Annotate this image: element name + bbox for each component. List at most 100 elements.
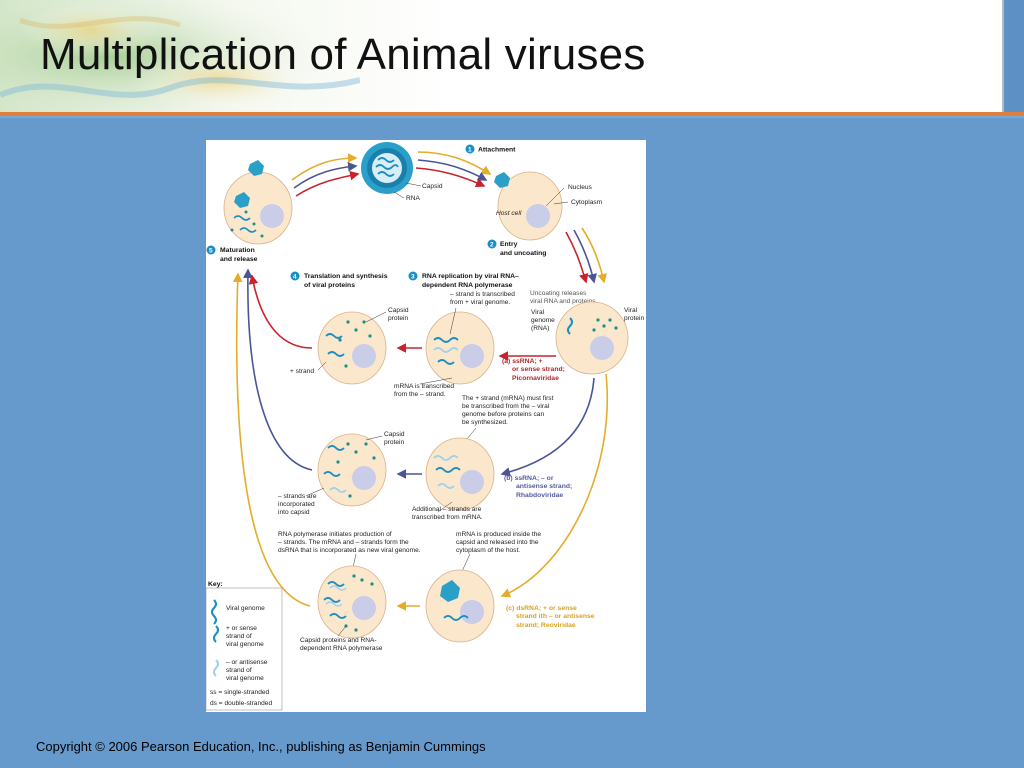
path-b-capsid-protein-2: protein (384, 439, 404, 446)
path-a-minus-note-1: – strand is transcribed (450, 291, 515, 298)
key-minus-3: viral genome (226, 675, 264, 682)
rna-label: RNA (406, 195, 421, 202)
path-a-cell-3 (425, 311, 495, 385)
step-2-number: 2 (490, 242, 494, 249)
figure-canvas: Capsid RNA 1 Attachment Nucleus Cytoplas… (206, 142, 644, 711)
uncoating-note-2: viral RNA and proteins. (530, 298, 598, 305)
step-5-label-1: Maturation (220, 247, 255, 254)
path-b-note-1: The + strand (mRNA) must first (462, 395, 554, 402)
path-a-label-1: (a) ssRNA; + (502, 358, 543, 365)
path-c-label-2: strand ith – or antisense (516, 613, 595, 620)
key-ds: ds = double-stranded (210, 700, 272, 707)
key-plus-2: strand of (226, 633, 252, 640)
path-c-label-1: (c) dsRNA; + or sense (506, 605, 577, 612)
arrow-release-red (295, 170, 360, 197)
path-b-additional-2: transcribed from mRNA. (412, 514, 483, 521)
step-1-label: Attachment (478, 147, 516, 154)
path-a-label-3: Picornaviridae (512, 375, 559, 382)
header-decoration (0, 0, 360, 112)
path-b-additional-1: Additional – strands are (412, 506, 482, 513)
slide-header: Multiplication of Animal viruses (0, 0, 1004, 112)
nucleus-label: Nucleus (568, 184, 593, 191)
path-b-label-2: antisense strand; (516, 483, 572, 490)
arrow-release-navy (293, 162, 358, 189)
path-a-mrna-note-2: from the – strand. (394, 391, 446, 398)
title-underline-shadow (0, 116, 1024, 118)
step-3-label-1: RNA replication by viral RNA– (422, 273, 519, 280)
key-box (206, 587, 283, 711)
key-minus-1: – or antisense (226, 659, 268, 666)
path-c-cell-4 (317, 565, 387, 639)
path-a-plus-strand-label: + strand (290, 368, 314, 375)
viral-protein-label-2: protein (624, 315, 644, 322)
step-3-label-2: dependent RNA polymerase (422, 282, 513, 289)
step-5-number: 5 (209, 248, 213, 255)
path-c-poly-1: RNA polymerase initiates production of (278, 531, 392, 538)
step-5-label-2: and release (220, 256, 258, 263)
host-cell-label: Host cell (496, 210, 522, 217)
key-minus-2: strand of (226, 667, 252, 674)
path-a-capsid-protein-1: Capsid (388, 307, 409, 314)
key-title: Key: (208, 581, 223, 588)
path-b-incorp-1: – strands are (278, 493, 317, 500)
arrow-a-5 (248, 274, 313, 349)
viral-protein-label-1: Viral (624, 307, 638, 314)
path-b-note-4: be synthesized. (462, 419, 508, 426)
step-1-number: 1 (468, 147, 472, 154)
virion (361, 142, 413, 194)
path-b-incorp-2: incorporated (278, 501, 315, 508)
path-c-cell-3 (425, 569, 495, 643)
key-ss: ss = single-stranded (210, 689, 270, 696)
step-2-label-2: and uncoating (500, 250, 546, 257)
title-underline (0, 112, 1024, 116)
step-2-label-1: Entry (500, 241, 518, 248)
path-a-cell-4 (317, 311, 387, 385)
arrow-b-3 (500, 377, 595, 477)
path-c-poly-3: dsRNA that is incorporated as new viral … (278, 547, 421, 554)
viral-genome-label-1: Viral (531, 309, 545, 316)
viral-genome-label-3: (RNA) (531, 325, 549, 332)
arrow-c-5 (232, 272, 311, 607)
path-c-label-3: strand; Reoviridae (516, 622, 576, 629)
path-a-minus-note-2: from + viral genome. (450, 299, 510, 306)
arrow-entry-navy (573, 229, 597, 284)
arrow-b-5 (243, 268, 313, 471)
maturation-cell (223, 160, 293, 245)
arrow-entry-gold (581, 227, 607, 284)
capsid-label: Capsid (422, 183, 443, 190)
step-4-label-1: Translation and synthesis (304, 273, 388, 280)
path-c-mrna-1: mRNA is produced inside the (456, 531, 541, 538)
viral-genome-label-2: genome (531, 317, 555, 324)
path-b-label-1: (b) ssRNA; – or (504, 475, 554, 482)
key-viral-genome: Viral genome (226, 605, 265, 612)
path-b-cell-3 (425, 437, 495, 511)
path-c-mrna-3: cytoplasm of the host. (456, 547, 520, 554)
path-b-note-2: be transcribed from the – viral (462, 403, 550, 410)
path-c-mrna-2: capsid and released into the (456, 539, 539, 546)
path-c-cap-2: dependent RNA polymerase (300, 645, 383, 652)
path-a-mrna-note-1: mRNA is transcribed (394, 383, 454, 390)
arrow-c-3 (500, 373, 608, 598)
path-b-cell-4 (317, 433, 387, 507)
path-b-capsid-protein-1: Capsid (384, 431, 405, 438)
uncoated-cell (555, 301, 629, 375)
slide-title: Multiplication of Animal viruses (40, 30, 646, 79)
path-c-cap-1: Capsid proteins and RNA- (300, 637, 377, 644)
arrow-entry-red (565, 231, 589, 284)
host-cell-attachment (494, 171, 563, 241)
key-plus-3: viral genome (226, 641, 264, 648)
path-c-poly-2: – strands. The mRNA and – strands form t… (278, 539, 409, 546)
step-4-label-2: of viral proteins (304, 282, 355, 289)
step-3-number: 3 (411, 274, 415, 281)
cytoplasm-label: Cytoplasm (571, 199, 603, 206)
arrow-attach-gold (417, 151, 492, 175)
copyright-footer: Copyright © 2006 Pearson Education, Inc.… (36, 739, 486, 754)
header-right-strip (1004, 0, 1024, 112)
uncoating-note-1: Uncoating releases (530, 290, 587, 297)
path-a-capsid-protein-2: protein (388, 315, 408, 322)
virus-multiplication-figure: Capsid RNA 1 Attachment Nucleus Cytoplas… (206, 140, 646, 712)
arrow-release-gold (291, 153, 358, 181)
arrow-attach-red (415, 167, 486, 188)
path-b-incorp-3: into capsid (278, 509, 310, 516)
arrow-attach-navy (417, 159, 488, 181)
